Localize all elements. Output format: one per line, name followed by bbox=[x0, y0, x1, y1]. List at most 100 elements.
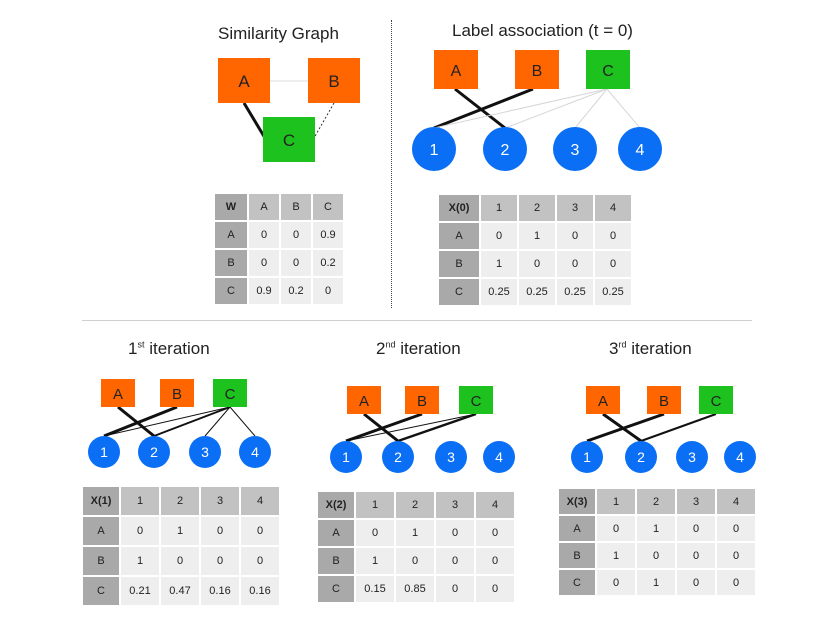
table-header-row: X(0) 1 2 3 4 bbox=[439, 195, 631, 221]
node-2 bbox=[382, 441, 414, 473]
node-a-label: A bbox=[113, 386, 123, 403]
table-cell: 0 bbox=[436, 520, 474, 546]
table-cell: 1 bbox=[396, 520, 434, 546]
table-cell: 0.2 bbox=[281, 278, 311, 304]
table-header-cell: 1 bbox=[597, 489, 635, 514]
edge-c-2 bbox=[640, 413, 717, 442]
table-cell: 0.2 bbox=[313, 250, 343, 276]
row-header-cell: C bbox=[83, 577, 119, 605]
node-4-label: 4 bbox=[251, 444, 259, 460]
node-c-label: C bbox=[602, 63, 614, 80]
node-1-label: 1 bbox=[430, 142, 439, 159]
table-cell: 0 bbox=[241, 517, 279, 545]
table-cell: 0 bbox=[519, 251, 555, 277]
table-cell: 0 bbox=[476, 520, 514, 546]
table-cell: 0.85 bbox=[396, 576, 434, 602]
node-4 bbox=[618, 127, 662, 171]
node-a bbox=[434, 50, 478, 89]
table-header-cell: 1 bbox=[121, 487, 159, 515]
node-b-label: B bbox=[328, 72, 339, 91]
matrix-x1-table: X(1) 1 2 3 4 A 0 1 0 0 B 1 0 0 0 C 0.21 … bbox=[81, 485, 281, 607]
node-a-label: A bbox=[451, 63, 462, 80]
row-header-cell: B bbox=[559, 543, 595, 568]
node-1 bbox=[330, 441, 362, 473]
table-row: C 0.21 0.47 0.16 0.16 bbox=[83, 577, 279, 605]
node-2 bbox=[138, 436, 170, 468]
table-cell: 0 bbox=[356, 520, 394, 546]
node-a bbox=[347, 386, 381, 414]
edge-b-c bbox=[313, 102, 335, 139]
table-cell: 0 bbox=[396, 548, 434, 574]
table-cell: 1 bbox=[519, 223, 555, 249]
table-header-cell: 2 bbox=[161, 487, 199, 515]
table-cell: 0.25 bbox=[519, 279, 555, 305]
iteration-1-suffix: st bbox=[137, 339, 145, 350]
node-b bbox=[160, 379, 194, 407]
node-b-label: B bbox=[532, 63, 543, 80]
table-row: A 0 1 0 0 bbox=[439, 223, 631, 249]
similarity-graph-title: Similarity Graph bbox=[218, 24, 339, 43]
row-header-cell: A bbox=[559, 516, 595, 541]
node-3-label: 3 bbox=[571, 142, 580, 159]
node-4 bbox=[483, 441, 515, 473]
edge-b-1 bbox=[433, 87, 534, 130]
table-cell: 0 bbox=[281, 222, 311, 248]
table-cell: 0 bbox=[281, 250, 311, 276]
table-cell: 1 bbox=[356, 548, 394, 574]
table-row: B 1 0 0 0 bbox=[83, 547, 279, 575]
node-1 bbox=[412, 127, 456, 171]
edge-c-1 bbox=[433, 88, 608, 129]
node-3 bbox=[553, 127, 597, 171]
table-header-cell: C bbox=[313, 194, 343, 220]
node-2 bbox=[625, 441, 657, 473]
node-c-label: C bbox=[711, 393, 722, 410]
table-cell: 0 bbox=[481, 223, 517, 249]
edge-b-1 bbox=[103, 405, 178, 438]
iteration-1-text: iteration bbox=[144, 339, 210, 358]
node-1-label: 1 bbox=[583, 449, 591, 465]
table-header-cell: 3 bbox=[436, 492, 474, 518]
node-4-label: 4 bbox=[495, 449, 503, 465]
table-cell: 0 bbox=[121, 517, 159, 545]
node-1-label: 1 bbox=[100, 444, 108, 460]
table-cell: 0.25 bbox=[557, 279, 593, 305]
node-c bbox=[699, 386, 733, 414]
node-c-label: C bbox=[471, 393, 482, 410]
edge-c-2 bbox=[504, 88, 608, 129]
table-header-cell: W bbox=[215, 194, 247, 220]
edge-c-4 bbox=[606, 88, 641, 129]
iteration-2-text: iteration bbox=[395, 339, 461, 358]
iteration-2-title: 2nd iteration bbox=[376, 339, 461, 359]
table-header-cell: 4 bbox=[241, 487, 279, 515]
table-cell: 0 bbox=[436, 576, 474, 602]
node-a-label: A bbox=[598, 393, 608, 410]
node-1 bbox=[571, 441, 603, 473]
table-header-cell: X(3) bbox=[559, 489, 595, 514]
table-cell: 0 bbox=[677, 516, 715, 541]
table-cell: 0.15 bbox=[356, 576, 394, 602]
table-cell: 0.9 bbox=[249, 278, 279, 304]
node-1 bbox=[88, 436, 120, 468]
table-header-cell: 4 bbox=[717, 489, 755, 514]
table-header-row: X(2) 1 2 3 4 bbox=[318, 492, 514, 518]
table-header-cell: 2 bbox=[519, 195, 555, 221]
row-header-cell: A bbox=[215, 222, 247, 248]
table-row: A 0 1 0 0 bbox=[83, 517, 279, 545]
table-header-cell: B bbox=[281, 194, 311, 220]
edge-b-1 bbox=[345, 412, 423, 443]
table-header-cell: 4 bbox=[595, 195, 631, 221]
iteration-3-title: 3rd iteration bbox=[609, 339, 692, 359]
horizontal-divider bbox=[82, 320, 752, 321]
row-header-cell: B bbox=[215, 250, 247, 276]
iteration-3-suffix: rd bbox=[618, 339, 627, 350]
table-row: B 1 0 0 0 bbox=[439, 251, 631, 277]
row-header-cell: C bbox=[559, 570, 595, 595]
node-3-label: 3 bbox=[201, 444, 209, 460]
table-header-cell: 3 bbox=[557, 195, 593, 221]
node-c bbox=[459, 386, 493, 414]
table-header-cell: 3 bbox=[677, 489, 715, 514]
table-cell: 0 bbox=[249, 222, 279, 248]
node-a-label: A bbox=[359, 393, 369, 410]
